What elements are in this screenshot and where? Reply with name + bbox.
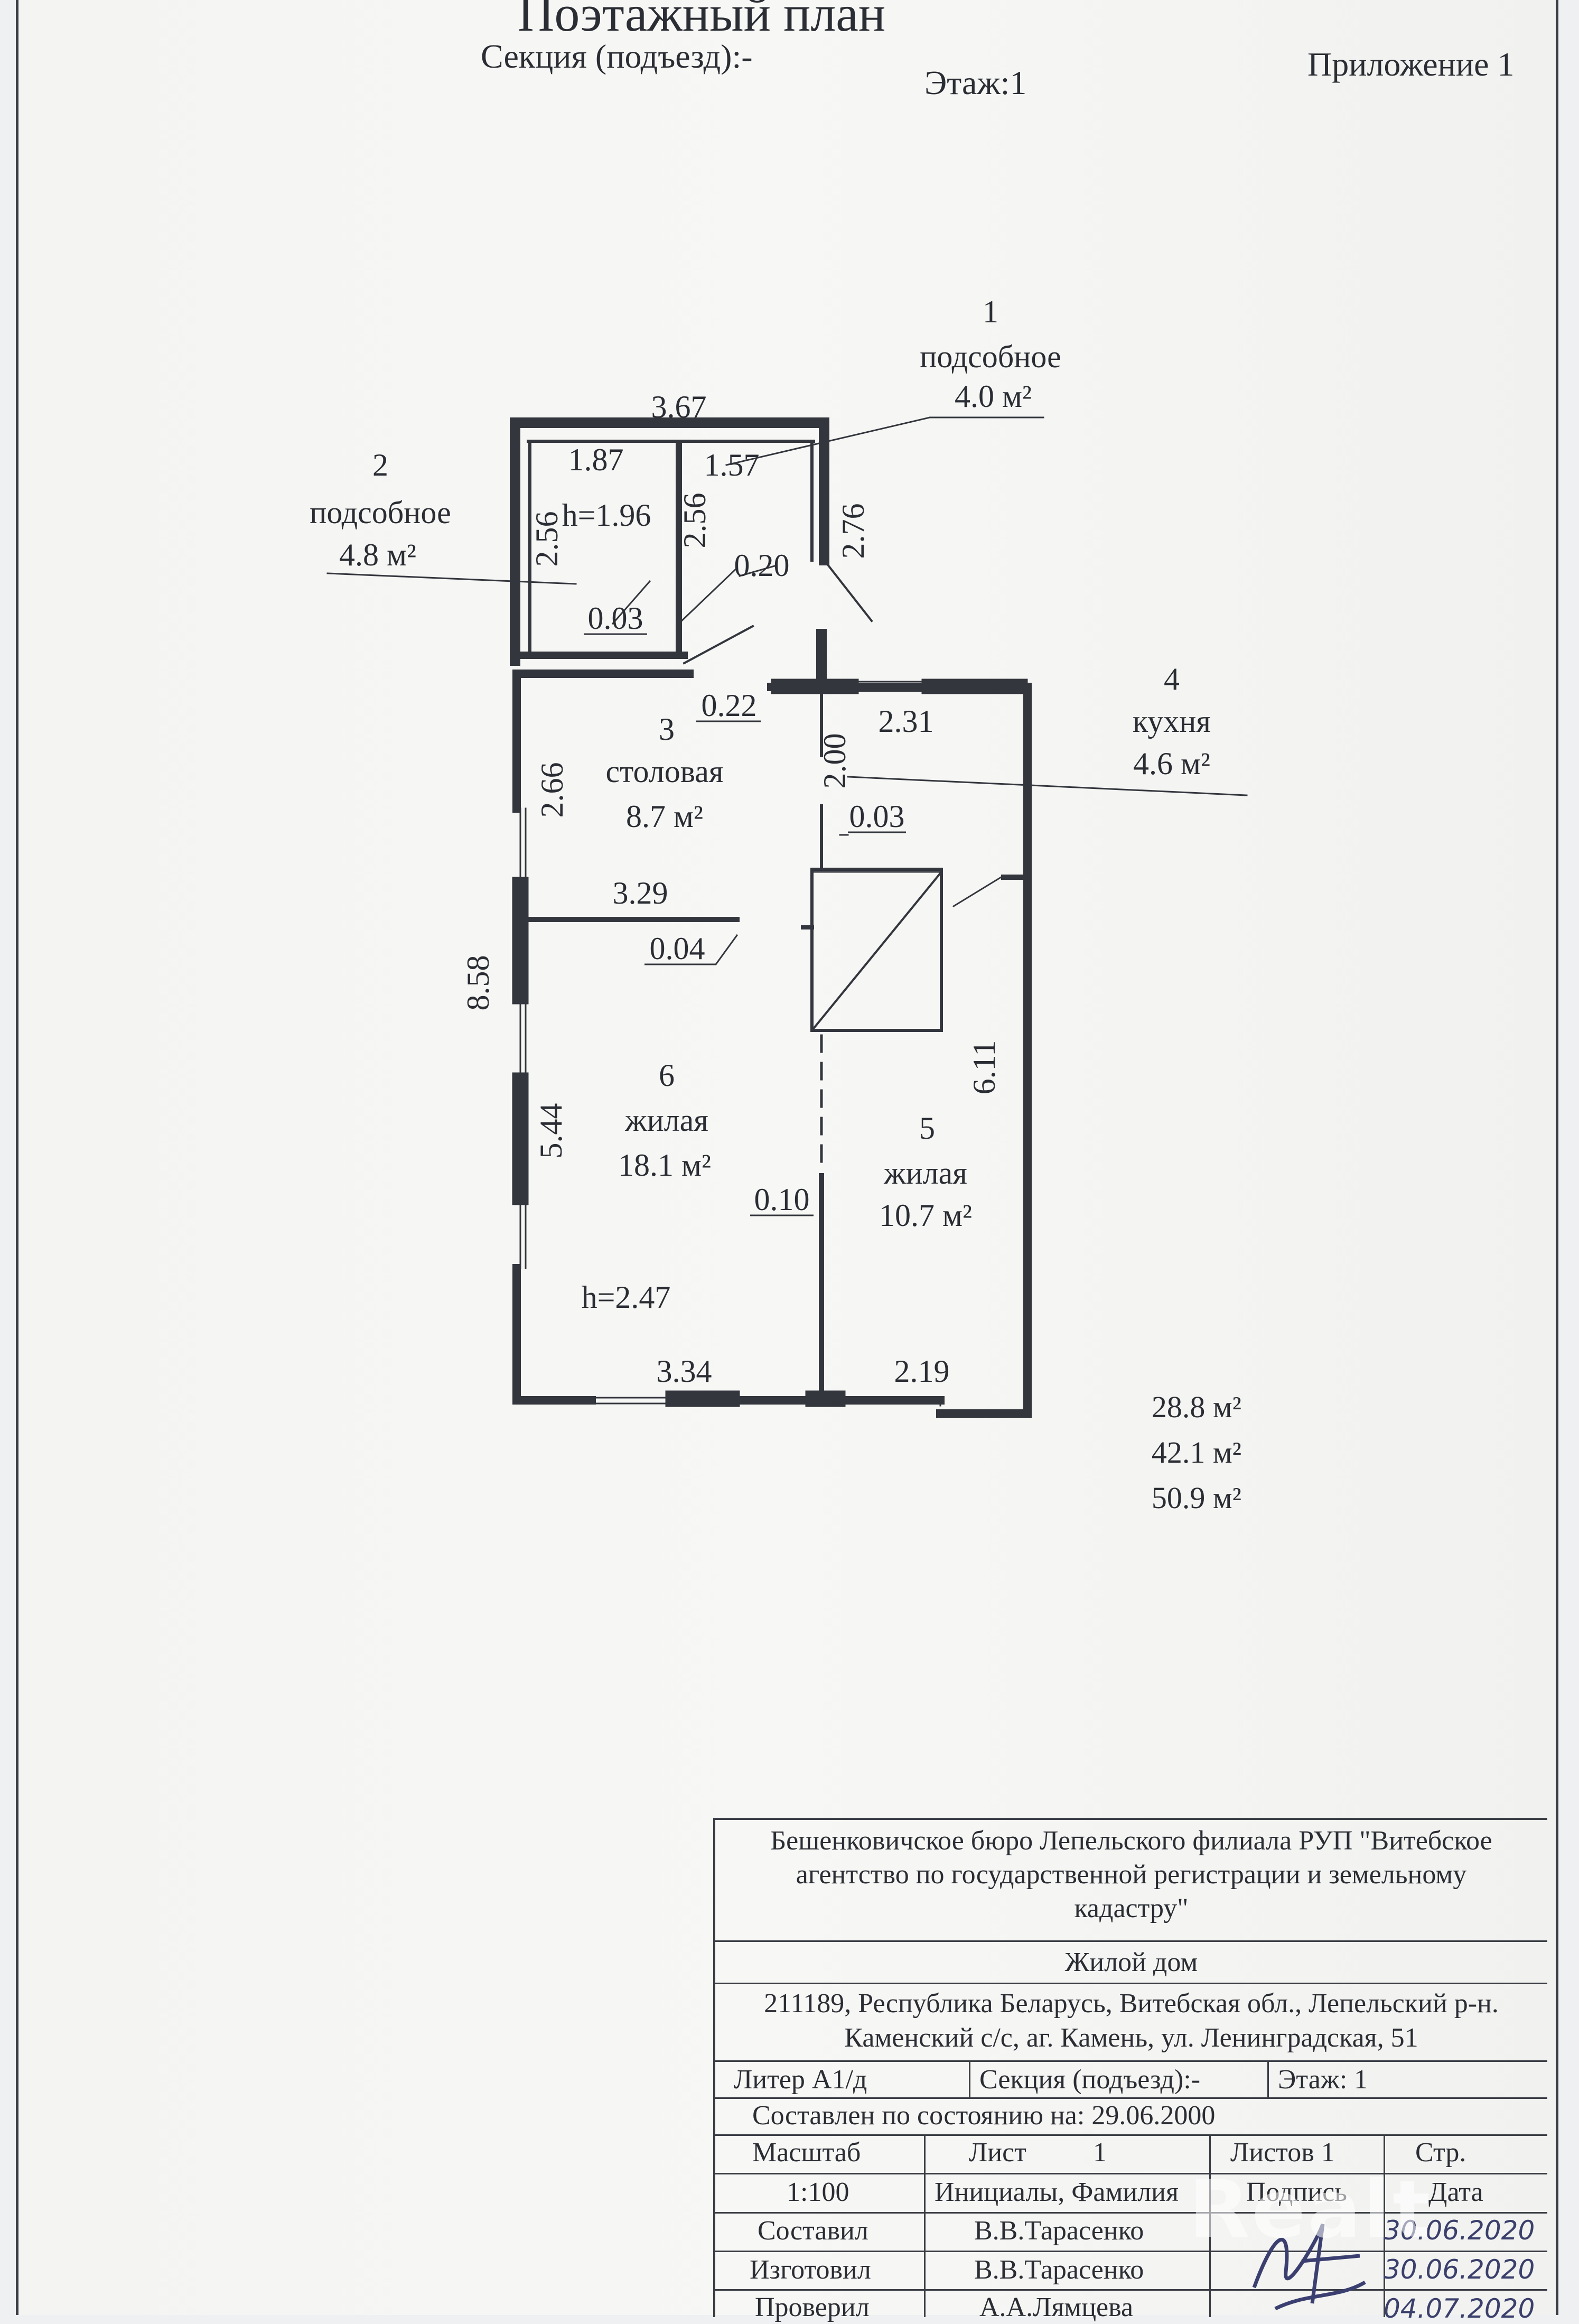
dim-2-00: 2.00: [817, 733, 852, 789]
wall-outer-top: [510, 417, 829, 666]
stamp-section: Секция (подъезд):-: [979, 2065, 1201, 2095]
date-made: 30.06.2020: [1384, 2254, 1535, 2285]
plan-sheet: [16, 0, 1556, 2315]
dim-0-20: 0.20: [734, 548, 790, 583]
room-6-area: 18.1 м²: [618, 1148, 711, 1183]
total-living: 28.8 м²: [1151, 1390, 1241, 1424]
dim-0-03-a: 0.03: [588, 601, 643, 636]
window-left-2: [512, 1072, 529, 1205]
dim-2-76: 2.76: [836, 504, 871, 559]
date-composed: 30.06.2020: [1384, 2215, 1535, 2246]
object-name: Жилой дом: [1064, 1947, 1198, 1977]
dim-5-44: 5.44: [534, 1103, 568, 1159]
room-1-number: 1: [983, 294, 998, 329]
wall-main-left-bottom: [512, 1264, 596, 1405]
dim-0-22: 0.22: [702, 688, 757, 723]
dim-2-31: 2.31: [879, 704, 934, 739]
wall-main-right: [767, 683, 1032, 1418]
dim-h-1-96: h=1.96: [562, 498, 651, 533]
state-date: Составлен по состоянию на: 29.06.2000: [752, 2100, 1216, 2131]
organization-name: Бешенковичское бюро Лепельского филиала …: [715, 1824, 1547, 1926]
stamp-floor: Этаж: 1: [1278, 2065, 1368, 2095]
checked-by: А.А.Лямцева: [979, 2292, 1134, 2322]
room-5-area: 10.7 м²: [879, 1198, 972, 1233]
org-line-1: Бешенковичское бюро Лепельского филиала …: [770, 1826, 1492, 1856]
date-checked: 04.07.2020: [1384, 2293, 1535, 2324]
right-frame-line: [1556, 0, 1558, 2315]
signature-header: Подпись: [1246, 2177, 1347, 2207]
room-3-area: 8.7 м²: [626, 799, 703, 834]
org-line-2: агентство по государственной регистрации…: [796, 1860, 1467, 1890]
sheet-label: Лист: [969, 2137, 1026, 2168]
header-floor: Этаж:1: [924, 64, 1027, 101]
window-bottom-2: [805, 1390, 846, 1407]
room-2-area: 4.8 м²: [339, 537, 416, 572]
room-5-number: 5: [919, 1111, 935, 1146]
room-6-name: жилая: [624, 1103, 708, 1138]
composed-by: В.В.Тарасенко: [974, 2216, 1144, 2246]
made-by: В.В.Тарасенко: [974, 2255, 1144, 2285]
room-4-area: 4.6 м²: [1133, 746, 1210, 781]
page-title: Поэтажный план: [518, 0, 886, 42]
dim-2-56-left: 2.56: [529, 512, 564, 567]
liter: Литер А1/д: [734, 2065, 867, 2095]
dim-2-66: 2.66: [535, 763, 569, 818]
dim-0-10: 0.10: [754, 1182, 810, 1217]
sheets-total: Листов 1: [1230, 2137, 1335, 2168]
stove: [810, 868, 943, 1032]
title-block: Бешенковичское бюро Лепельского филиала …: [713, 1818, 1547, 2324]
dim-2-19: 2.19: [894, 1354, 950, 1389]
room-3-name: столовая: [606, 754, 724, 789]
dim-1-57: 1.57: [704, 448, 760, 482]
room-4-name: кухня: [1133, 704, 1211, 739]
dim-1-87: 1.87: [568, 442, 624, 477]
header-section: Секция (подъезд):-: [481, 38, 753, 75]
room-1-name: подсобное: [920, 339, 1061, 374]
made-label: Изготовил: [750, 2255, 871, 2285]
total-general: 42.1 м²: [1151, 1435, 1241, 1470]
dim-top: 3.67: [651, 389, 707, 424]
total-all: 50.9 м²: [1151, 1481, 1241, 1515]
room-3-number: 3: [659, 712, 675, 747]
address-line-1: 211189, Республика Беларусь, Витебская о…: [764, 1988, 1499, 2019]
dim-3-34: 3.34: [657, 1354, 712, 1389]
page-label: Стр.: [1415, 2137, 1466, 2168]
dim-0-03-b: 0.03: [849, 799, 905, 834]
window-top-kitchen: [771, 678, 859, 694]
org-line-3: кадастру": [1074, 1893, 1189, 1923]
dim-0-04: 0.04: [650, 931, 705, 966]
left-frame-line: [16, 0, 18, 2315]
floor-plan-drawing: 1 подсобное 4.0 м² 2 подсобное 4.8 м² 3 …: [310, 294, 1248, 1418]
dim-8-58: 8.58: [461, 955, 496, 1011]
window-left-1: [512, 877, 529, 1005]
dim-6-11: 6.11: [967, 1040, 1002, 1095]
initials-header: Инициалы, Фамилия: [935, 2177, 1179, 2207]
room-2-number: 2: [372, 448, 388, 482]
room-1-area: 4.0 м²: [955, 379, 1032, 414]
realt-watermark: Realt: [1189, 2164, 1433, 2256]
room-5-name: жилая: [883, 1156, 967, 1191]
area-totals: 28.8 м² 42.1 м² 50.9 м²: [1120, 1384, 1241, 1521]
window-bottom-1: [665, 1390, 740, 1407]
date-header: Дата: [1428, 2177, 1483, 2207]
sheet-number: 1: [1093, 2137, 1107, 2168]
dim-2-56-mid: 2.56: [677, 493, 712, 549]
scale-value: 1:100: [787, 2177, 849, 2207]
composed-label: Составил: [758, 2216, 868, 2246]
header-appendix: Приложение 1: [1307, 45, 1515, 83]
address-line-2: Каменский с/с, аг. Камень, ул. Ленинград…: [844, 2023, 1418, 2053]
room-6-number: 6: [659, 1058, 675, 1093]
dim-h-2-47: h=2.47: [582, 1280, 671, 1315]
checked-label: Проверил: [755, 2292, 870, 2322]
window-top-right: [921, 678, 1028, 694]
room-2-name: подсобное: [310, 495, 451, 530]
dim-3-29: 3.29: [613, 876, 668, 910]
signature-scribble: [1252, 2223, 1366, 2311]
room-4-number: 4: [1164, 662, 1180, 696]
scale-label: Масштаб: [752, 2137, 861, 2168]
